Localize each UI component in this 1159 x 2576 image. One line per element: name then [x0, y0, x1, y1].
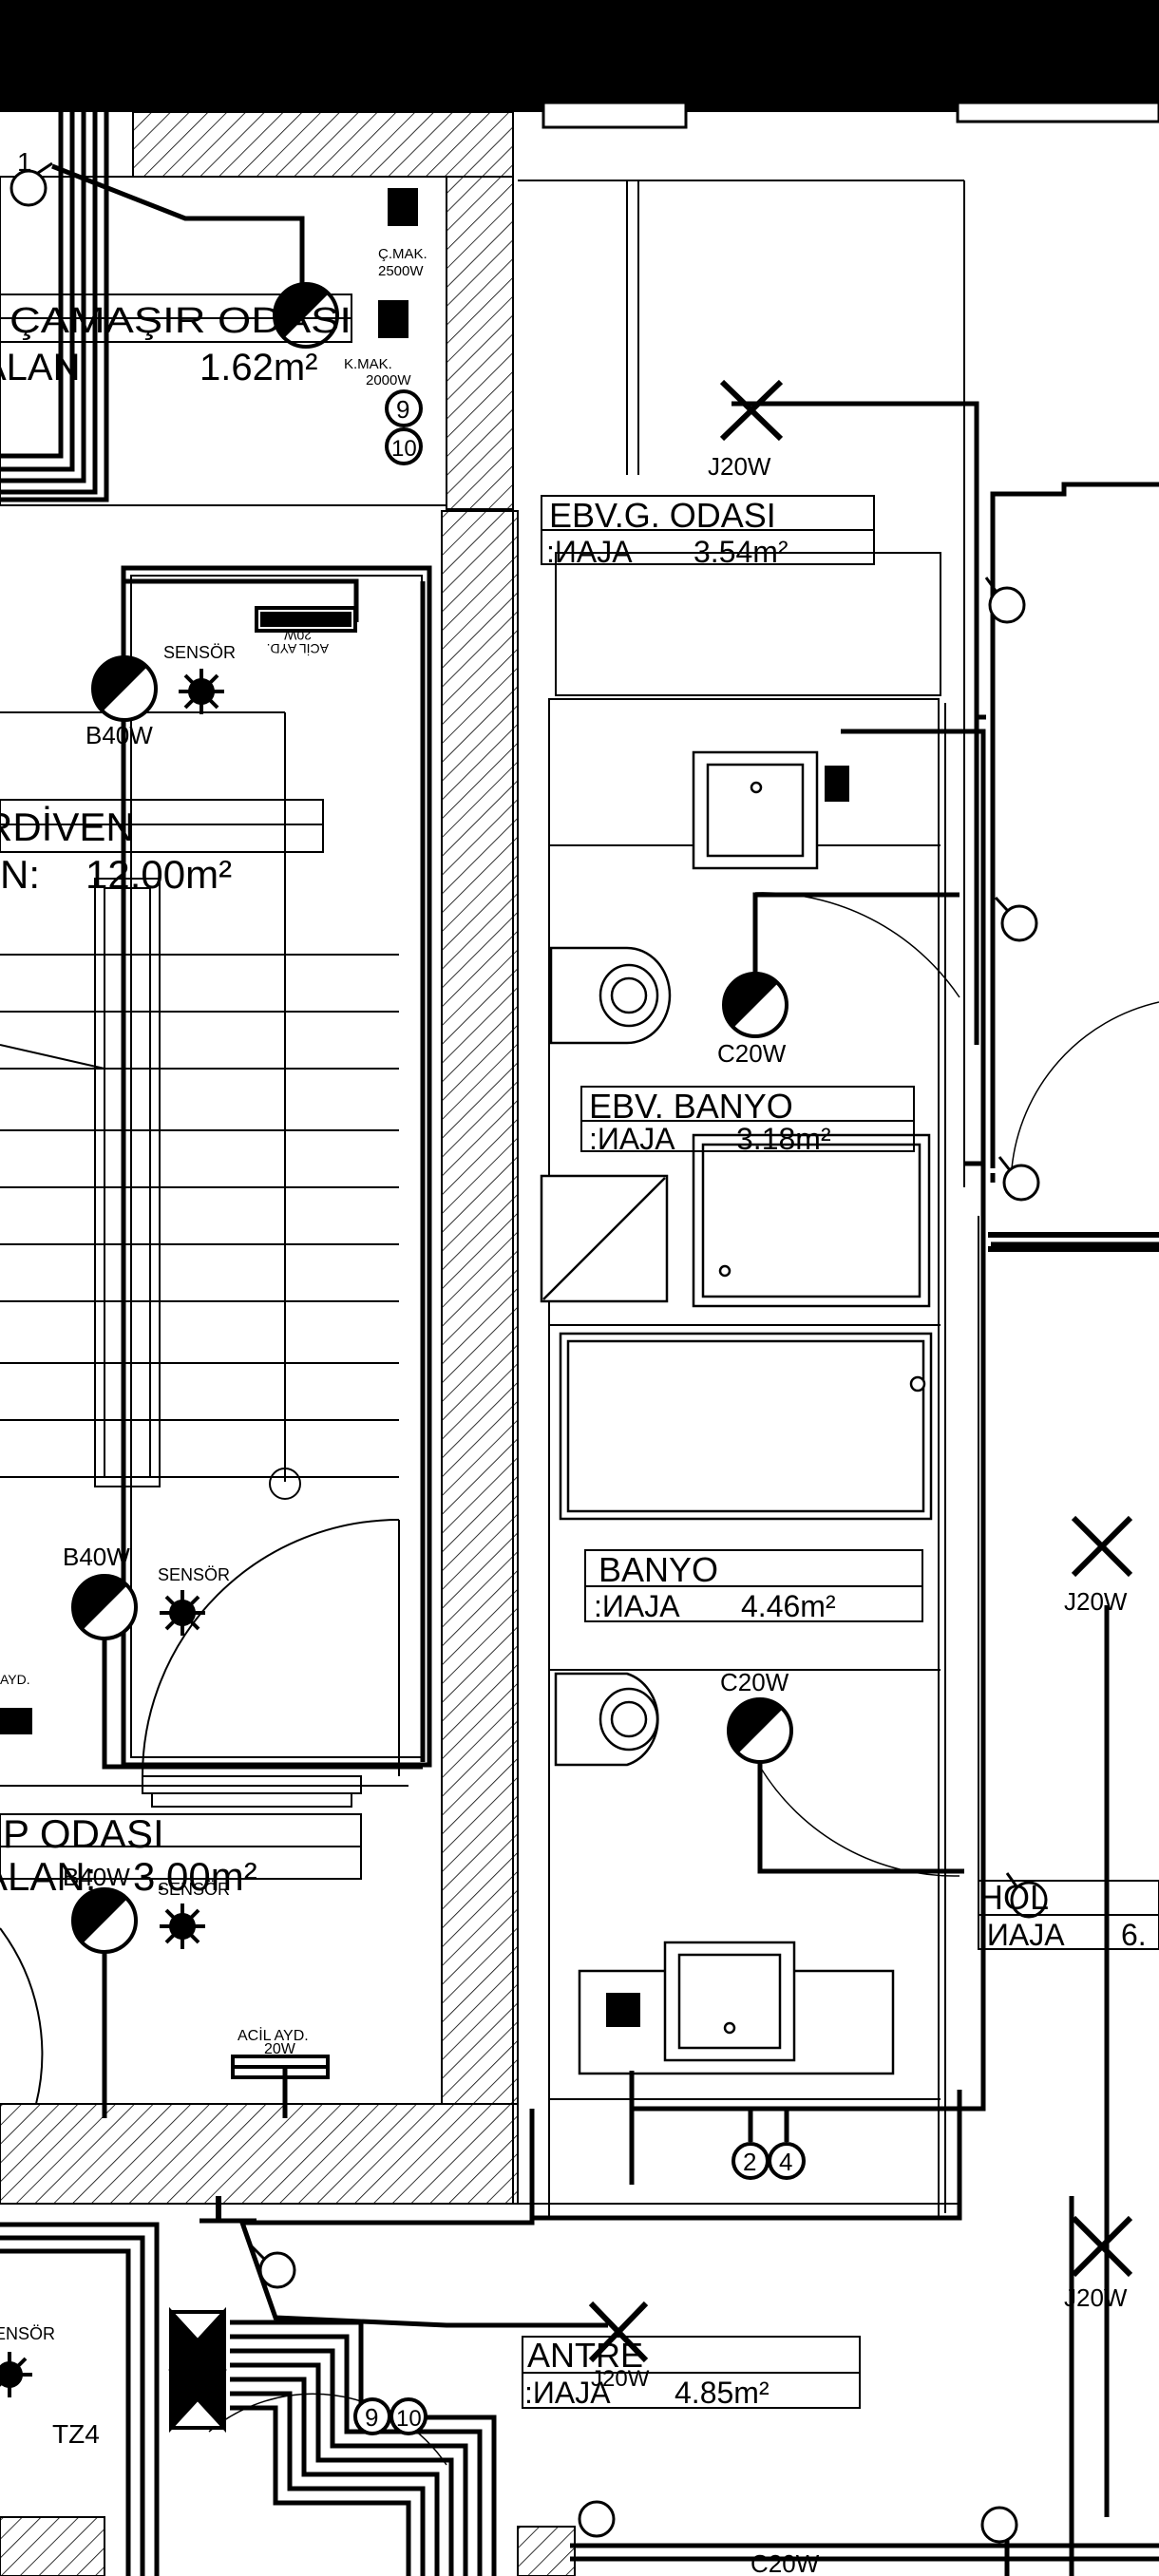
sensor-label-b: SENSÖR [158, 1565, 230, 1584]
emergency-light-a [255, 606, 357, 633]
hol-area-prefix: :ИAJA [978, 1918, 1065, 1952]
emergency-light-b [231, 2055, 330, 2079]
door-swings [208, 892, 1159, 2466]
tz4-label: TZ4 [52, 2419, 100, 2449]
j20w-label-b: J20W [1064, 1587, 1128, 1616]
sensor-label-a: SENSÖR [163, 643, 236, 662]
banyo-room-name: BANYO [598, 1550, 718, 1589]
camasir-room-name: ÇAMAŞIR ODASI [10, 301, 352, 341]
wiring [51, 163, 1159, 2576]
k-mak-label: K.MAK. [344, 356, 392, 372]
stair-door [142, 1775, 362, 1808]
switch-icons [10, 161, 1048, 2544]
camasir-room-area: 1.62m² [200, 347, 318, 388]
antre-area-prefix: :ИAJA [524, 2376, 611, 2410]
antre-area: 4.85m² [674, 2376, 770, 2410]
light-fixture-b40w-c [71, 1887, 138, 1954]
ebv-giyinme-room-name: EBV.G. ODASI [549, 496, 776, 535]
merdiven-room-area-prefix: N: [0, 852, 40, 897]
ebv-giyinme-area-prefix: :ИAJA [546, 535, 633, 569]
camasir-room-outline [0, 176, 447, 506]
circuit-1: 1 [17, 147, 32, 177]
circuit-10-b: 10 [396, 2406, 422, 2432]
c20w-label-a: C20W [717, 1039, 787, 1068]
ebv-giyinme-area: 3.54m² [694, 535, 788, 569]
banyo-area-prefix: :ИAJA [594, 1589, 680, 1623]
conduit-bundles [0, 112, 1159, 2576]
sensor-label-d: SENSÖR [0, 2324, 55, 2343]
circuit-markers [353, 389, 806, 2435]
cop-odasi-area: 3.00m² [133, 1854, 257, 1899]
circuit-4: 4 [779, 2148, 792, 2176]
acil-ayd-label-a: ACİL AYD. [267, 641, 329, 657]
circuit-2: 2 [743, 2148, 756, 2176]
j20w-label-d: J20W [591, 2366, 650, 2392]
ebv-banyo-area: 3.18m² [736, 1122, 831, 1156]
stair-treads [0, 711, 400, 2105]
camasir-room-area-prefix: ALAN [0, 347, 81, 388]
acil-ayd-label-b-watt: 20W [264, 2041, 296, 2057]
hol-room-name: HOL [978, 1878, 1049, 1917]
acil-ayd-label-b: ACİL AYD. [238, 2026, 309, 2044]
top-black-bar [0, 0, 1159, 112]
sensor-label-c: SENSÖR [158, 1880, 230, 1899]
ebv-banyo-room-name: EBV. BANYO [589, 1087, 793, 1126]
acil-ayd-label-c: AYD. [0, 1672, 30, 1687]
sensor-icon-a [179, 669, 224, 714]
banyo-area: 4.46m² [741, 1589, 836, 1623]
room-label-frames [0, 294, 1159, 2409]
k-mak-watt: 2000W [366, 372, 411, 388]
c-mak-watt: 2500W [378, 263, 424, 279]
c20w-label-b: C20W [720, 1668, 789, 1696]
j20w-label-c: J20W [1064, 2283, 1128, 2312]
light-fixture-j20w-a [719, 379, 784, 442]
circuit-9-a: 9 [396, 395, 409, 424]
emergency-light-c [0, 1708, 32, 1734]
antre-room-name: ANTRE [527, 2336, 643, 2375]
j20w-label-a: J20W [708, 452, 771, 481]
panel-tz4 [168, 2306, 227, 2434]
stair-hall-boundary [121, 565, 432, 1768]
cop-odasi-room-name: ÇÖP ODASI [0, 1811, 164, 1856]
light-fixture-j20w-b [1071, 1515, 1133, 1578]
light-fixture-c20w-a [722, 972, 788, 1038]
circuit-10-a: 10 [391, 436, 417, 462]
light-fixture-b40w-b [71, 1574, 138, 1640]
sensor-icon-b [160, 1590, 205, 1636]
b40w-label-a: B40W [86, 721, 153, 749]
b40w-label-c: B40W [63, 1863, 130, 1891]
bathroom-fixtures [540, 750, 933, 2075]
top-bar-notch-2 [956, 101, 1159, 123]
c-mak-label: Ç.MAK. [378, 246, 428, 262]
heavy-lines [216, 1232, 1159, 2223]
cop-odasi-area-prefix: ALAN: [0, 1854, 96, 1899]
sensor-icon-d [0, 2352, 32, 2397]
hol-area: 6. [1121, 1918, 1147, 1952]
b40w-label-b: B40W [63, 1543, 130, 1571]
ebv-banyo-area-prefix: :ИAJA [589, 1122, 675, 1156]
acil-ayd-label-a-watt: 20W [283, 628, 312, 643]
socket-icons [378, 188, 849, 2027]
light-fixture-b40w-a [91, 655, 158, 722]
light-fixture-c20w-b [727, 1697, 793, 1764]
hatched-walls [0, 111, 576, 2576]
sensor-icon-c [160, 1904, 205, 1949]
light-fixture-camasir [273, 282, 339, 349]
light-fixture-j20w-d [588, 2301, 649, 2363]
merdiven-room-area: 12.00m² [86, 852, 232, 897]
c20w-label-c: C20W [750, 2549, 820, 2576]
light-fixture-j20w-c [1071, 2215, 1133, 2278]
merdiven-room-name: MERDİVEN [0, 805, 135, 849]
circuit-9-b: 9 [365, 2403, 378, 2432]
top-bar-notch-1 [542, 101, 688, 129]
